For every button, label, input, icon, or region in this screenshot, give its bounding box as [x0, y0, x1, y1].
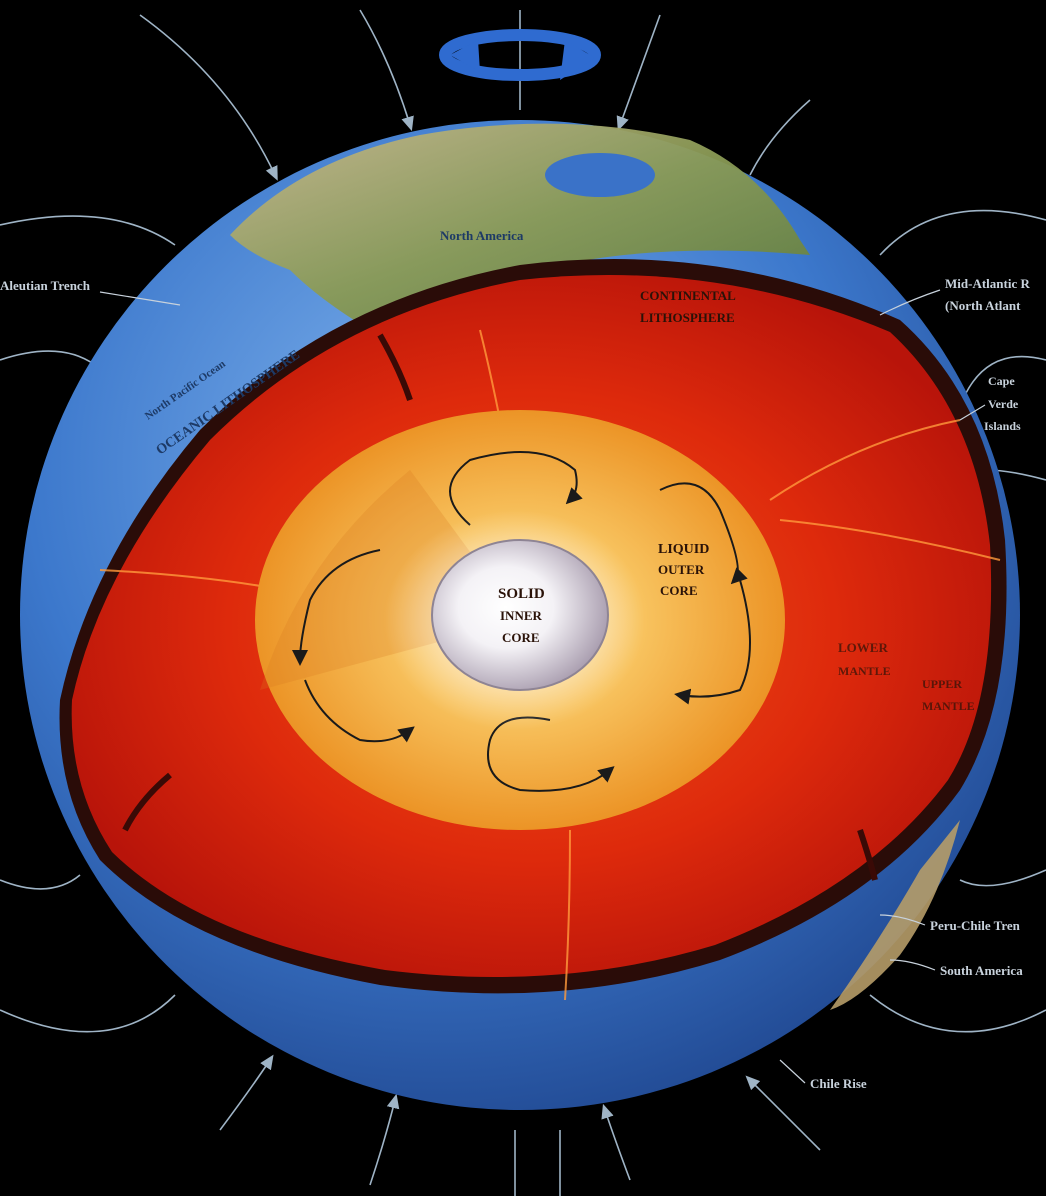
chile-rise-label: Chile Rise — [810, 1076, 867, 1091]
magnetic-field-lines — [0, 9, 1046, 1196]
svg-text:SOLID: SOLID — [498, 586, 545, 602]
north-america-label: North America — [440, 228, 524, 243]
liquid-outer-core-label: LIQUID OUTER CORE — [658, 542, 709, 598]
svg-text:(North Atlant: (North Atlant — [945, 298, 1021, 313]
svg-text:LOWER: LOWER — [838, 640, 888, 655]
svg-text:Cape: Cape — [988, 374, 1015, 388]
subducting-slabs — [122, 333, 878, 881]
mid-atlantic-ridge-label: Mid-Atlantic R (North Atlant — [945, 276, 1030, 313]
svg-text:LIQUID: LIQUID — [658, 542, 709, 557]
svg-text:MANTLE: MANTLE — [838, 664, 891, 678]
svg-text:CONTINENTAL: CONTINENTAL — [640, 288, 736, 303]
solid-inner-core-label: SOLID INNER CORE — [498, 586, 545, 645]
convection-arrows — [292, 451, 751, 792]
solid-inner-core — [431, 539, 609, 691]
north-america-landmass — [230, 123, 810, 331]
peru-chile-trench-label: Peru-Chile Tren — [930, 918, 1021, 933]
lower-mantle-label: LOWER MANTLE — [838, 640, 891, 678]
south-america-landmass — [830, 820, 960, 1010]
label-leader-lines — [99, 289, 986, 1084]
svg-text:CORE: CORE — [502, 630, 540, 645]
rotation-arrow-icon — [439, 29, 601, 81]
continental-lithosphere-label: CONTINENTAL LITHOSPHERE — [640, 288, 736, 325]
hudson-bay — [545, 153, 655, 197]
south-america-label: South America — [940, 963, 1023, 978]
svg-text:Verde: Verde — [988, 397, 1019, 411]
svg-text:OUTER: OUTER — [658, 562, 705, 577]
svg-text:Islands: Islands — [984, 419, 1021, 433]
svg-text:Mid-Atlantic R: Mid-Atlantic R — [945, 276, 1030, 291]
svg-text:LITHOSPHERE: LITHOSPHERE — [640, 310, 735, 325]
cape-verde-islands-label: Cape Verde Islands — [984, 374, 1021, 433]
upper-mantle-label: UPPER MANTLE — [922, 677, 975, 713]
aleutian-trench-label: Aleutian Trench — [0, 278, 91, 293]
svg-text:UPPER: UPPER — [922, 677, 962, 691]
svg-text:CORE: CORE — [660, 583, 698, 598]
svg-text:MANTLE: MANTLE — [922, 699, 975, 713]
svg-text:INNER: INNER — [500, 608, 543, 623]
